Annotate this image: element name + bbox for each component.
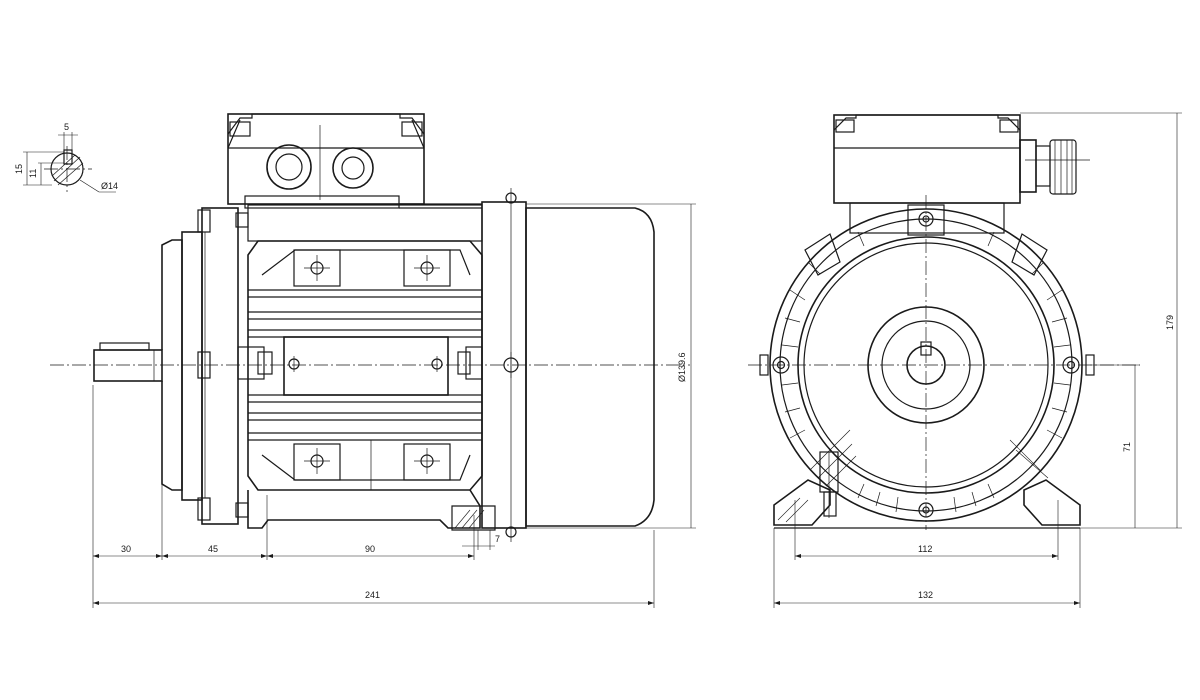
dim-foot-hole-spacing: 90 xyxy=(365,544,375,554)
dim-shoulder-to-foot: 45 xyxy=(208,544,218,554)
dim-shaft-center-height: 71 xyxy=(1122,442,1132,452)
dim-foot-offset: 7 xyxy=(495,534,500,544)
dim-keyway-height: 15 xyxy=(14,164,24,174)
dim-frame-diameter: Ø139.6 xyxy=(677,352,687,382)
dim-shaft-length: 30 xyxy=(121,544,131,554)
dim-overall-height: 179 xyxy=(1165,315,1175,330)
motor-side-view xyxy=(50,113,690,542)
dim-foot-hole-span: 112 xyxy=(918,544,932,554)
dim-base-width: 132 xyxy=(918,590,933,600)
front-view-dimension-lines xyxy=(773,112,1182,608)
dim-keyway-width: 5 xyxy=(64,122,69,132)
dim-shaft-diameter: Ø14 xyxy=(101,181,118,191)
dim-overall-length: 241 xyxy=(365,590,380,600)
side-view-dimension-lines xyxy=(92,203,696,608)
shaft-section-detail xyxy=(23,132,116,193)
dim-shaft-key-height: 11 xyxy=(28,169,38,178)
motor-front-view xyxy=(748,114,1140,530)
